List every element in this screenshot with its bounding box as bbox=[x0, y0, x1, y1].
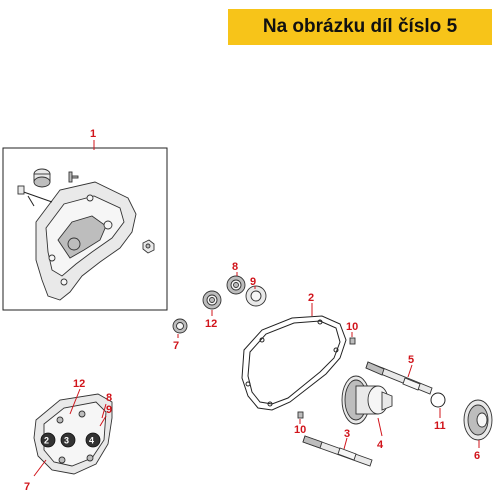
callout-12-top: 12 bbox=[205, 318, 217, 330]
leader-9b bbox=[99, 415, 107, 427]
callout-12-inset: 12 bbox=[73, 378, 85, 390]
inset-label-3: 3 bbox=[64, 436, 69, 446]
gearbox-housing-inset: 2 3 4 bbox=[33, 393, 113, 475]
inset-label-4: 4 bbox=[89, 436, 94, 446]
leader-12b bbox=[69, 388, 81, 415]
callout-8-inset: 8 bbox=[106, 392, 112, 404]
part-1-frame bbox=[2, 147, 168, 311]
bearing-8 bbox=[226, 275, 246, 295]
callout-4: 4 bbox=[377, 439, 384, 451]
leader-4 bbox=[377, 417, 383, 437]
bushing bbox=[33, 168, 51, 188]
part-number-banner: Na obrázku díl číslo 5 bbox=[228, 9, 492, 45]
leader-8b bbox=[101, 403, 107, 419]
callout-2: 2 bbox=[308, 292, 314, 304]
inset-label-2: 2 bbox=[44, 436, 49, 446]
callout-11: 11 bbox=[434, 420, 446, 432]
dowel-pin-10-upper bbox=[349, 337, 356, 345]
gasket-2 bbox=[241, 315, 347, 411]
bearing-12 bbox=[202, 290, 222, 310]
callout-9-top: 9 bbox=[250, 276, 256, 288]
position-marker-3: 3 bbox=[60, 432, 76, 448]
bearing-7 bbox=[172, 318, 188, 334]
callout-10-lower: 10 bbox=[294, 424, 306, 436]
leader-3 bbox=[343, 437, 348, 450]
callout-7-inset: 7 bbox=[24, 481, 30, 493]
callout-5: 5 bbox=[408, 354, 414, 366]
callout-7-top: 7 bbox=[173, 340, 179, 352]
position-marker-4: 4 bbox=[85, 432, 101, 448]
dowel-pin bbox=[68, 171, 79, 183]
gear-6 bbox=[463, 399, 493, 441]
leader-5 bbox=[407, 364, 413, 378]
output-shaft-3 bbox=[302, 435, 373, 467]
dowel-pin-10-lower bbox=[297, 411, 304, 419]
part-1-cover-assembly bbox=[2, 147, 168, 311]
callout-6: 6 bbox=[474, 450, 480, 462]
callout-1: 1 bbox=[90, 128, 96, 140]
callout-9-inset: 9 bbox=[106, 404, 112, 416]
gear-cluster-4 bbox=[341, 375, 393, 425]
oil-seal-9 bbox=[245, 285, 267, 307]
callout-8-top: 8 bbox=[232, 261, 238, 273]
callout-10-upper: 10 bbox=[346, 321, 358, 333]
position-marker-2: 2 bbox=[40, 432, 56, 448]
circlip-11 bbox=[430, 392, 446, 408]
leader-7b bbox=[33, 459, 47, 477]
nut bbox=[142, 239, 155, 254]
drive-shaft-5 bbox=[365, 361, 433, 395]
lever-shaft bbox=[17, 185, 53, 207]
callout-3: 3 bbox=[344, 428, 350, 440]
